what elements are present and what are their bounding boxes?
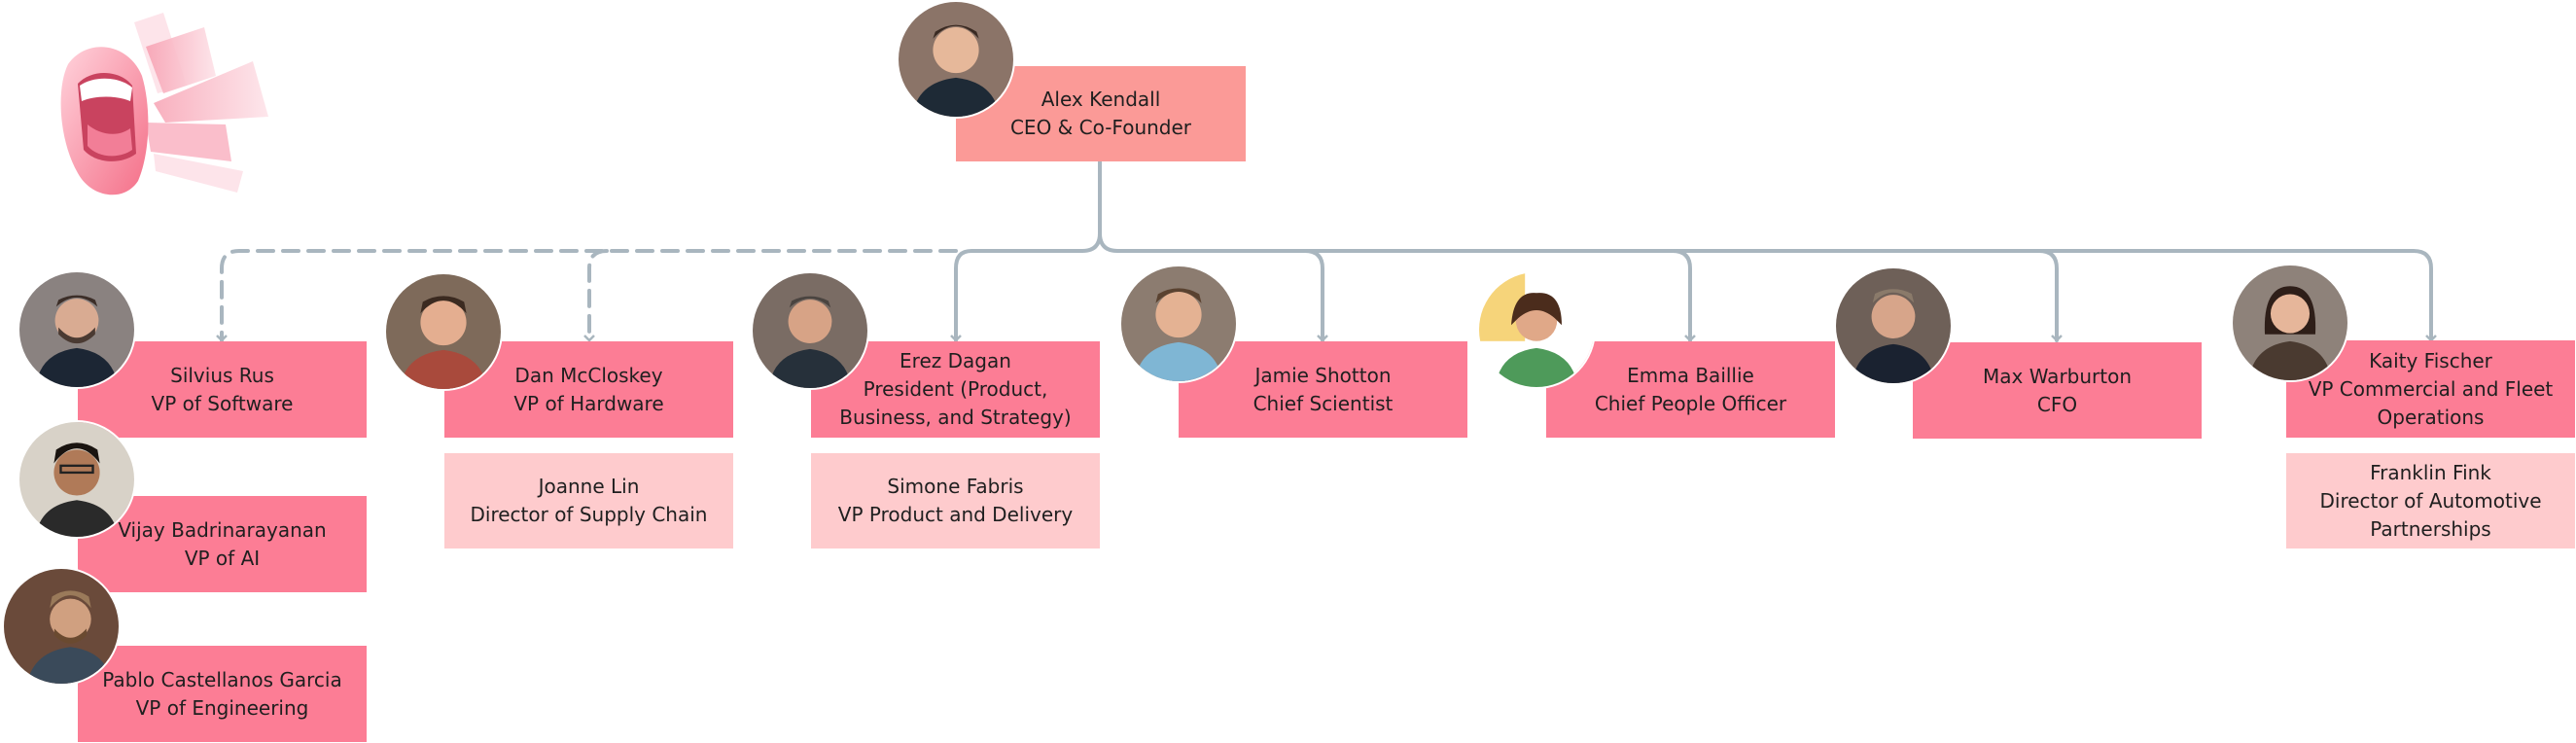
ceo-title: CEO & Co-Founder [1009,116,1192,139]
node-label: Dan McCloskey VP of Hardware [513,363,664,415]
node-label: Franklin Fink Director of Automotive Par… [2319,460,2542,541]
node-jamie: Jamie Shotton Chief Scientist [1179,341,1467,438]
node-label: Kaity Fischer VP Commercial and Fleet Op… [2308,348,2554,429]
kaity-portrait-icon [2231,264,2349,382]
node-label: Pablo Castellanos Garcia VP of Engineeri… [102,667,342,720]
node-label: Jamie Shotton Chief Scientist [1253,363,1394,415]
connector-dan [583,249,609,342]
node-joanne: Joanne Lin Director of Supply Chain [444,453,733,548]
node-max: Max Warburton CFO [1913,342,2202,439]
ceo-portrait-icon [897,0,1015,119]
dan-portrait-icon [384,272,503,391]
connector-max [2037,249,2063,342]
connector-jamie [1303,249,1328,342]
connector-erez [950,231,1102,342]
vijay-portrait-icon [18,420,136,539]
node-emma: Emma Baillie Chief People Officer [1546,341,1835,438]
mouth-shout-logo [60,13,268,195]
node-label: Joanne Lin Director of Supply Chain [470,475,708,526]
node-label: Erez Dagan President (Product, Business,… [839,349,1072,429]
node-franklin: Franklin Fink Director of Automotive Par… [2286,453,2575,548]
emma-portrait-icon [1477,270,1596,389]
node-simone: Simone Fabris VP Product and Delivery [811,453,1100,548]
node-label: Emma Baillie Chief People Officer [1594,363,1787,415]
node-label: Silvius Rus VP of Software [151,363,294,415]
max-portrait-icon [1834,266,1953,385]
node-pablo: Pablo Castellanos Garcia VP of Engineeri… [78,646,367,742]
node-label: Vijay Badrinarayanan VP of AI [118,517,327,570]
node-label: Simone Fabris VP Product and Delivery [837,475,1074,526]
connector-emma [1671,249,1696,342]
connector-silvius [216,249,958,342]
node-dan: Dan McCloskey VP of Hardware [444,341,733,438]
pablo-portrait-icon [2,567,121,686]
ceo-name: Alex Kendall [1041,88,1161,111]
node-label: Max Warburton CFO [1982,364,2133,416]
jamie-portrait-icon [1119,265,1238,383]
silvius-portrait-icon [18,270,136,389]
erez-portrait-icon [751,271,869,390]
